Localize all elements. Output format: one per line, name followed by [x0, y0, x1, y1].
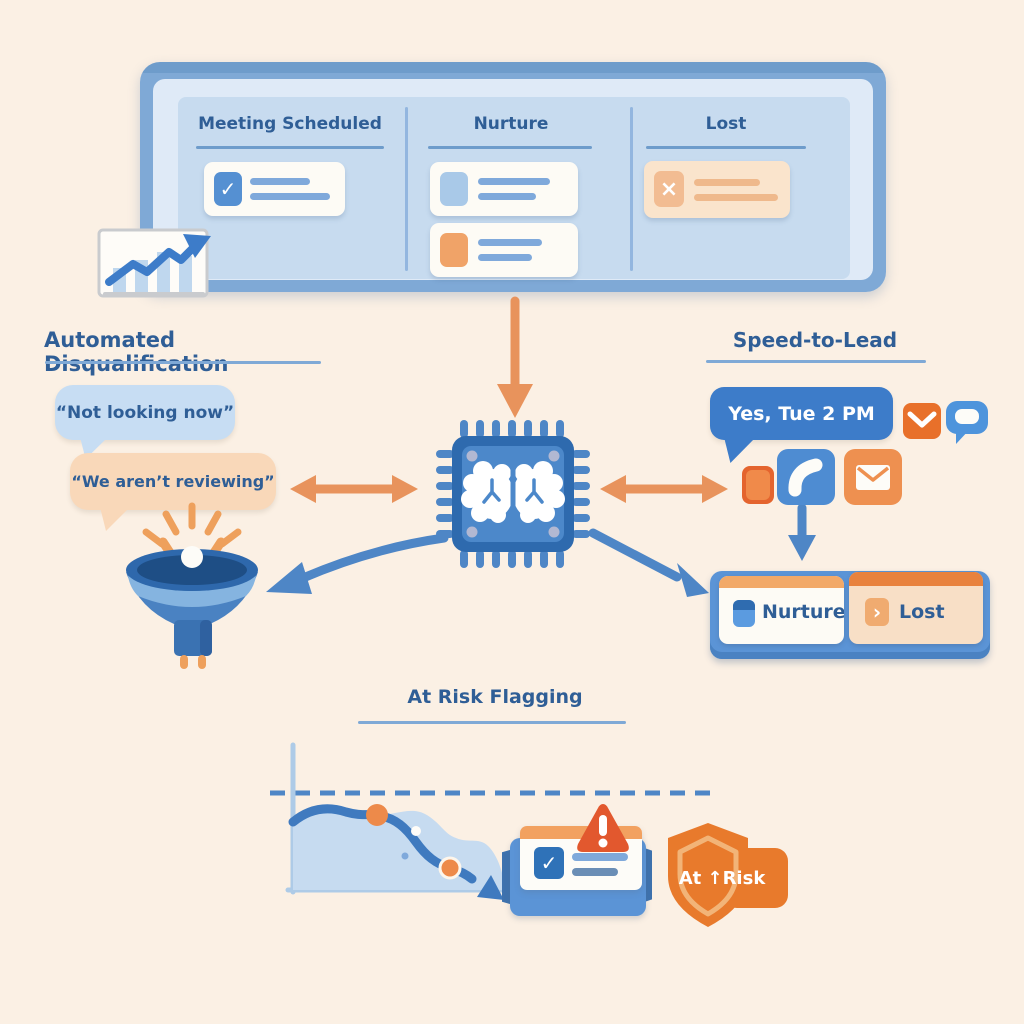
board-column-lost: Lost	[705, 114, 747, 134]
risk-trend-chart	[270, 742, 713, 900]
text-line	[478, 178, 550, 185]
board-column-meeting-scheduled: Meeting Scheduled	[198, 114, 382, 134]
trend-arrowhead	[477, 875, 504, 900]
burst-rays	[142, 502, 242, 548]
funnel-icon	[126, 502, 258, 669]
chip-screws	[466, 450, 560, 538]
phone-icon	[777, 449, 835, 505]
check-icon: ✓	[534, 847, 564, 879]
kanban-card-nurture-2	[430, 223, 578, 277]
growth-chart-icon	[97, 228, 211, 298]
arrow-board-to-chip	[497, 296, 533, 418]
outcome-card-lost: › Lost	[849, 572, 983, 644]
column-underline	[428, 146, 592, 149]
arrow-chip-to-outcomes	[588, 528, 709, 597]
check-icon: ✓	[214, 172, 242, 206]
email-icon	[903, 403, 941, 439]
chip-pins	[436, 420, 590, 568]
arrow-chip-channels	[600, 475, 728, 503]
arrow-phone-to-outcomes	[788, 505, 816, 561]
ai-chip	[436, 420, 590, 568]
card-top-bar	[719, 576, 844, 588]
speech-bubble-not-looking: “Not looking now”	[55, 385, 235, 440]
warning-icon	[577, 804, 629, 852]
text-line	[478, 239, 542, 246]
lead-avatar-placeholder	[440, 172, 468, 206]
nurture-journal-icon	[733, 600, 755, 627]
sms-icon	[742, 466, 774, 504]
shield-icon	[668, 823, 788, 927]
text-line	[572, 868, 618, 876]
text-line	[478, 193, 536, 200]
text-line	[478, 254, 532, 261]
column-divider	[405, 107, 408, 271]
outcome-label-nurture: Nurture	[762, 601, 844, 623]
text-line	[572, 853, 628, 861]
sms-icon-inner	[746, 470, 770, 500]
section-title-speed-to-lead: Speed-to-Lead	[732, 328, 898, 352]
text-line	[250, 178, 310, 185]
arrow-chip-to-funnel	[266, 533, 449, 594]
risk-point-2	[438, 856, 462, 880]
text-line	[250, 193, 330, 200]
outcome-card-nurture: Nurture	[719, 576, 844, 644]
card-top-bar	[849, 572, 983, 586]
board-column-nurture: Nurture	[473, 114, 549, 134]
column-underline	[196, 146, 384, 149]
at-risk-badge-label: At ↑Risk	[678, 868, 766, 889]
section-title-at-risk: At Risk Flagging	[407, 686, 583, 708]
kanban-card-lost: ×	[644, 161, 790, 218]
text-line	[694, 179, 760, 186]
title-underline	[706, 360, 926, 363]
text-line	[694, 194, 778, 201]
lead-ball	[181, 546, 203, 568]
cross-icon: ×	[654, 171, 684, 207]
column-underline	[646, 146, 806, 149]
column-divider	[630, 107, 633, 271]
brain-icon	[461, 461, 565, 523]
chevron-right-icon: ›	[865, 598, 889, 626]
reply-bubble: Yes, Tue 2 PM	[710, 387, 893, 440]
lead-avatar-placeholder	[440, 233, 468, 267]
title-underline	[45, 361, 321, 364]
kanban-card-meeting: ✓	[204, 162, 345, 216]
section-title-disqualification: Automated Disqualification	[44, 328, 229, 376]
reply-bubble-tail	[724, 437, 756, 463]
arrow-bubbles-chip	[290, 475, 418, 503]
risk-point-1	[366, 804, 388, 826]
title-underline	[358, 721, 626, 724]
outcome-label-lost: Lost	[899, 601, 945, 623]
speech-bubble-not-reviewing: “We aren’t reviewing”	[70, 453, 276, 510]
kanban-card-nurture-1	[430, 162, 578, 216]
email-square-icon	[844, 449, 902, 505]
chat-bubble-icon	[946, 401, 988, 444]
